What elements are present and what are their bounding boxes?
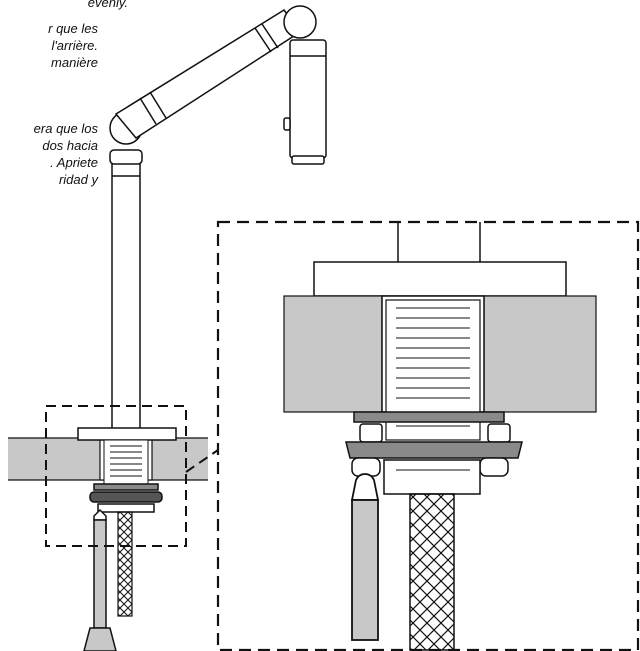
faucet-arm xyxy=(114,8,302,139)
detail-column xyxy=(313,222,567,297)
upper-elbow xyxy=(283,5,317,39)
detail-nut-assembly xyxy=(345,411,523,495)
faucet-assembly xyxy=(109,5,327,431)
instruction-text-english: evenly. xyxy=(87,0,128,10)
detail-screwdriver xyxy=(350,473,380,641)
detail-marker-box xyxy=(45,405,187,547)
instruction-text-french: r que les l'arrière. manière xyxy=(48,21,98,70)
instruction-text-spanish: era que los dos hacia . Apriete ridad y xyxy=(33,121,98,187)
small-screwdriver xyxy=(83,508,117,651)
column-nut xyxy=(109,149,143,165)
small-base-plate xyxy=(77,427,177,441)
small-nut-assembly xyxy=(89,483,163,513)
spout-button xyxy=(283,117,291,131)
callout-connector xyxy=(185,449,219,473)
small-hose xyxy=(117,511,133,617)
detail-countertop xyxy=(283,295,597,413)
spout-head xyxy=(289,39,327,159)
detail-hose xyxy=(409,493,455,651)
faucet-column xyxy=(111,159,141,431)
small-shank xyxy=(103,439,149,487)
